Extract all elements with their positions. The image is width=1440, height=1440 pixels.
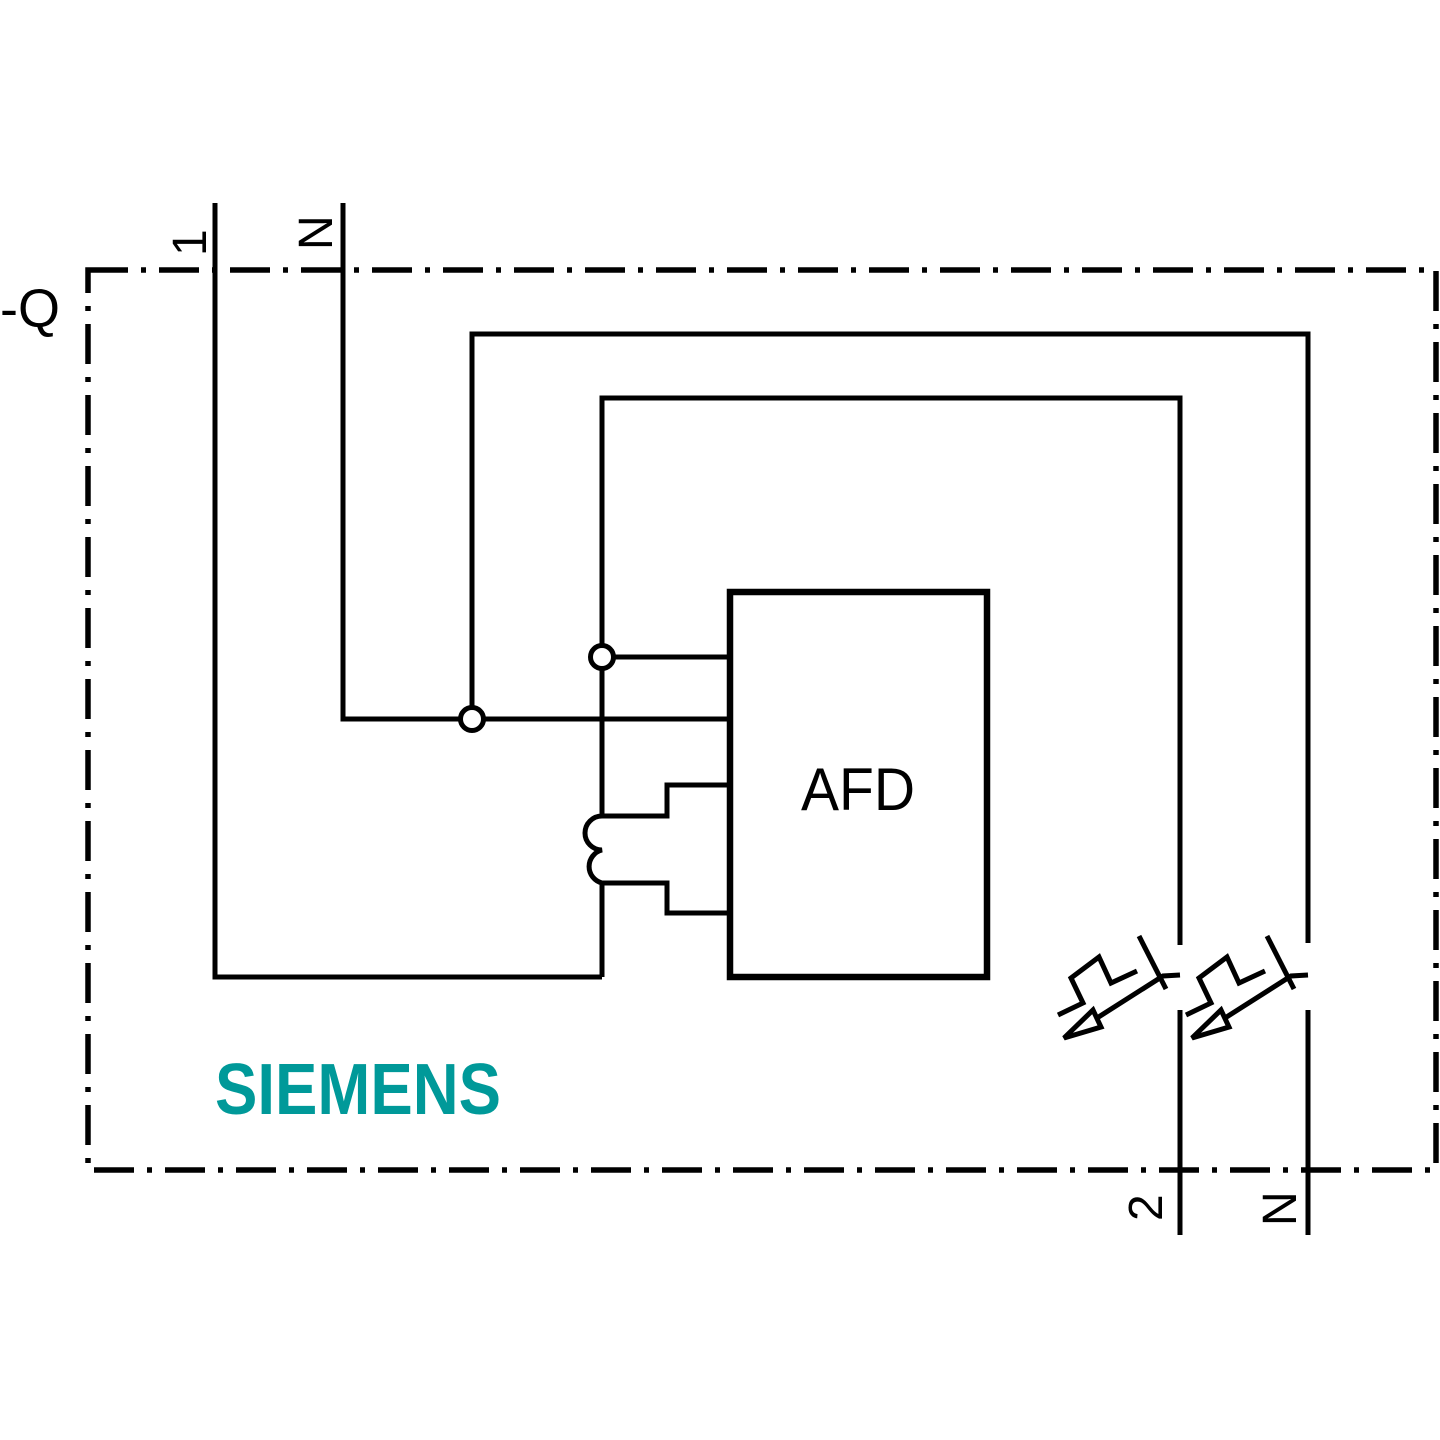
junction-node-line xyxy=(588,643,616,671)
wire-line-in xyxy=(212,203,602,980)
sensor-lead-top xyxy=(602,782,730,819)
breaker-pole-2 xyxy=(1184,934,1311,1235)
wire-neutral-in xyxy=(340,203,730,722)
wire-neutral-branch xyxy=(469,331,1311,943)
terminal-label-n-top: N xyxy=(290,215,343,250)
junction-node-neutral xyxy=(458,705,486,733)
breaker-trip-arrow xyxy=(1190,1005,1233,1041)
breaker-trip-arrow xyxy=(1062,1005,1105,1041)
phantom-frame xyxy=(85,267,1439,1173)
breaker-contact-cross xyxy=(1136,934,1169,991)
terminal-label-1: 1 xyxy=(164,229,217,256)
device-designation-label: -Q xyxy=(0,279,60,339)
breaker-blade xyxy=(1223,972,1309,1021)
circuit-graphics xyxy=(85,203,1439,1235)
breaker-blade xyxy=(1095,972,1181,1021)
terminal-label-2: 2 xyxy=(1120,1194,1173,1221)
brand-logo: SIEMENS xyxy=(215,1050,501,1130)
breaker-thermal-release xyxy=(1056,953,1139,1018)
breaker-pole-1 xyxy=(1056,934,1183,1235)
breaker-thermal-release xyxy=(1184,953,1267,1018)
terminal-label-n-bottom: N xyxy=(1254,1191,1307,1226)
labels: -Q 1 N 2 N AFD SIEMENS xyxy=(0,215,1307,1226)
afd-label: AFD xyxy=(801,756,915,823)
breaker-contact-cross xyxy=(1264,934,1297,991)
sensor-lead-bottom xyxy=(602,880,730,916)
afd-box xyxy=(726,588,991,981)
wire-line-branch xyxy=(582,395,1183,977)
